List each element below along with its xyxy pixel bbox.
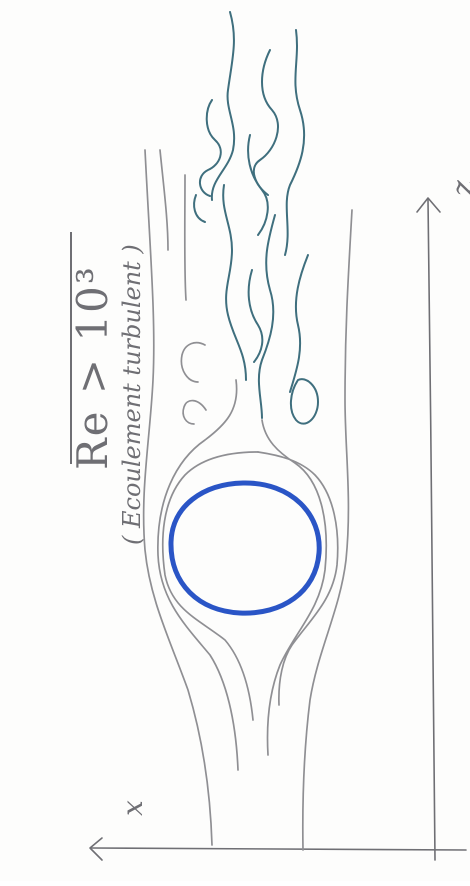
streamline-left-2 bbox=[158, 380, 238, 770]
turbulent-wake bbox=[194, 12, 318, 424]
wake-line-1 bbox=[212, 12, 234, 200]
streamline-right-3 bbox=[258, 452, 338, 705]
wake-line-3 bbox=[254, 50, 278, 195]
streamline-left-1 bbox=[144, 150, 212, 845]
streamline-top-left bbox=[160, 150, 168, 250]
x-axis-arrowhead bbox=[90, 838, 102, 860]
wake-line-10 bbox=[249, 270, 263, 362]
wake-line-5 bbox=[248, 135, 268, 235]
streamline-right-1 bbox=[303, 210, 352, 850]
wake-line-9 bbox=[194, 195, 205, 222]
cylinder-circle bbox=[171, 483, 319, 613]
reynolds-label-underline bbox=[70, 232, 72, 464]
x-axis-line bbox=[92, 848, 466, 850]
streamline-top-center bbox=[185, 175, 186, 300]
x-axis-label: x bbox=[116, 800, 149, 816]
z-axis-line bbox=[428, 200, 435, 860]
wake-line-8 bbox=[290, 255, 308, 392]
streamlines bbox=[144, 150, 352, 850]
wake-line-6 bbox=[223, 185, 246, 380]
wake-line-7 bbox=[259, 215, 275, 418]
streamline-left-3 bbox=[163, 452, 258, 720]
wake-line-2 bbox=[285, 30, 304, 255]
coordinate-axes bbox=[90, 198, 466, 860]
streamline-right-2 bbox=[262, 420, 326, 755]
vortex-left-upper bbox=[183, 401, 206, 424]
vortex-left-lower bbox=[181, 343, 205, 382]
wake-eddy-right bbox=[291, 379, 318, 424]
z-axis-label: z bbox=[446, 180, 470, 196]
cylinder bbox=[171, 483, 319, 613]
flow-regime-label: ( Ecoulement turbulent ) bbox=[118, 244, 146, 545]
wake-line-4 bbox=[200, 100, 221, 196]
reynolds-condition-label: Re > 10³ bbox=[68, 265, 117, 470]
